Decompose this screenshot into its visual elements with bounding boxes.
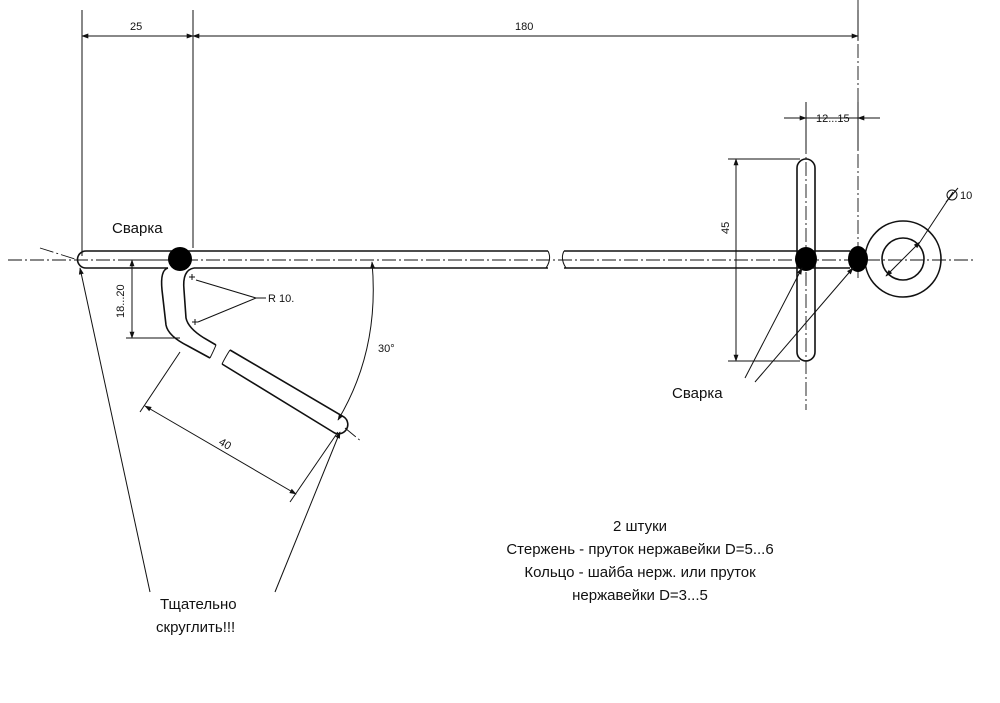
- radius-callout: R 10.: [195, 279, 294, 323]
- diameter-icon: [945, 187, 959, 203]
- note-ring-line2: нержавейки D=3...5: [572, 587, 708, 604]
- main-rod: [76, 250, 850, 269]
- radius-label: R 10.: [268, 293, 294, 305]
- dim-12-15: 12...15: [816, 113, 850, 125]
- weld-cross: [795, 247, 817, 271]
- weld-callout-right: Сварка: [672, 267, 854, 402]
- note-quantity: 2 штуки: [613, 518, 667, 535]
- notes-block: 2 штуки Стержень - пруток нержавейки D=5…: [506, 518, 773, 604]
- dimension-18-20: 18...20: [115, 259, 180, 339]
- rounding-callout: Тщательно скруглить!!!: [78, 267, 341, 636]
- dim-180: 180: [515, 21, 533, 33]
- dim-18-20: 18...20: [115, 284, 127, 318]
- bent-hook: [160, 267, 349, 435]
- dia-10: 10: [960, 190, 972, 202]
- weld-ring: [848, 246, 868, 272]
- weld-left: [168, 247, 192, 271]
- note-ring-line1: Кольцо - шайба нерж. или пруток: [524, 564, 756, 581]
- angle-callout: 30°: [337, 261, 395, 421]
- dim-40: 40: [217, 436, 234, 453]
- cross-bar: [796, 158, 816, 362]
- welds: [168, 246, 868, 272]
- note-rod: Стержень - пруток нержавейки D=5...6: [506, 541, 773, 558]
- dimension-top: 25 180: [81, 10, 859, 256]
- dimension-40: 40: [139, 351, 339, 503]
- weld-label-right: Сварка: [672, 385, 723, 402]
- rounding-label-line2: скруглить!!!: [156, 619, 235, 636]
- rounding-label-line1: Тщательно: [160, 596, 237, 613]
- dim-45: 45: [720, 222, 732, 234]
- weld-label-left: Сварка: [112, 220, 163, 237]
- ring: [864, 191, 954, 298]
- dim-25: 25: [130, 21, 142, 33]
- diameter-callout: 10: [945, 187, 972, 203]
- angle-label: 30°: [378, 343, 395, 355]
- dimension-12-15: 12...15: [784, 102, 880, 150]
- dimension-45: 45: [720, 158, 800, 362]
